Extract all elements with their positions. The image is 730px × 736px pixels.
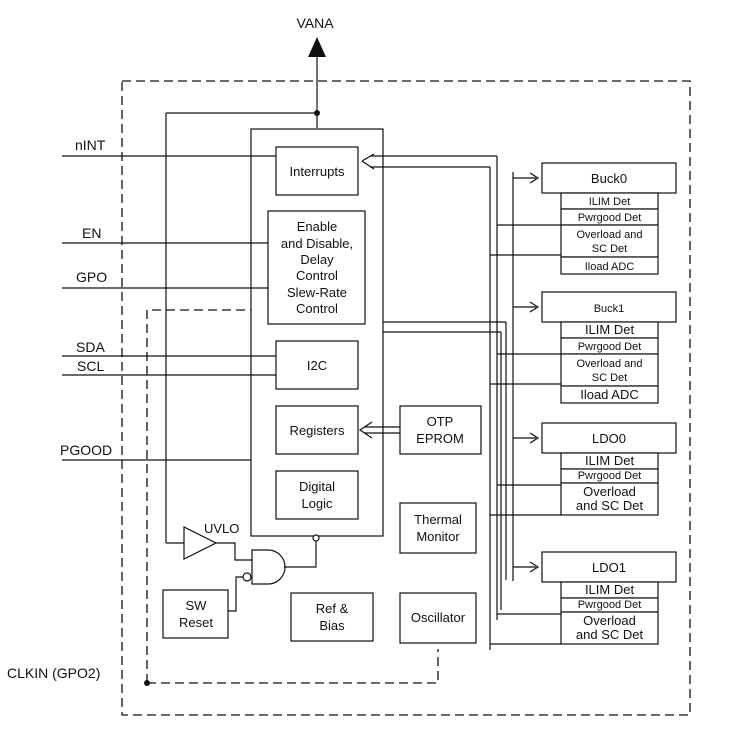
ldo0-ilim-label: ILIM Det — [585, 453, 635, 468]
buck1-input-arrow — [529, 301, 540, 313]
pin-clkin: CLKIN (GPO2) — [7, 665, 100, 681]
ldo1-overload-label-1: Overload — [583, 613, 636, 628]
chip-boundary — [121, 80, 691, 716]
thermal-label-1: Thermal — [414, 512, 462, 527]
otp-label-2: EPROM — [416, 431, 464, 446]
buck0-overload-label-2: SC Det — [592, 243, 627, 255]
ref-bias-label-2: Bias — [319, 618, 345, 633]
core-block — [250, 128, 384, 537]
ldo0-overload-box — [560, 482, 659, 516]
enable-label-2: and Disable, — [281, 236, 353, 251]
enable-label-4: Control — [296, 268, 338, 283]
pin-scl: SCL — [77, 358, 104, 374]
ldo1-ilim-label: ILIM Det — [585, 582, 635, 597]
ldo1-overload-box — [560, 611, 659, 645]
otp-to-registers-arrow — [358, 421, 400, 439]
enable-block — [267, 210, 366, 325]
interrupts-label: Interrupts — [290, 164, 345, 179]
ldo0-pwrgood-label: Pwrgood Det — [578, 470, 642, 482]
buck1-iload-box — [560, 385, 659, 404]
ldo0-overload-label-1: Overload — [583, 484, 636, 499]
otp-label-1: OTP — [427, 414, 454, 429]
sw-reset-label-2: Reset — [179, 615, 213, 630]
buck0-pwrgood-label: Pwrgood Det — [578, 212, 642, 224]
buck1-pwrgood-label: Pwrgood Det — [578, 341, 642, 353]
registers-block — [275, 405, 359, 455]
enable-label-3: Delay — [300, 252, 334, 267]
buck0-name: Buck0 — [591, 171, 627, 186]
sw-reset-label-1: SW — [186, 598, 208, 613]
ref-bias-label-1: Ref & — [316, 601, 349, 616]
buck0-ilim-label: ILIM Det — [589, 196, 631, 208]
buck1-iload-label: Iload ADC — [580, 387, 639, 402]
oscillator-block — [399, 592, 477, 644]
buck1-ilim-label: ILIM Det — [585, 322, 635, 337]
i2c-block — [275, 340, 359, 390]
digital-logic-block — [275, 470, 359, 520]
buck0-box — [541, 162, 677, 194]
ref-bias-block — [290, 592, 374, 642]
pin-lines — [62, 155, 276, 461]
pin-sda: SDA — [76, 339, 105, 355]
buck1-overload-label-1: Overload and — [576, 358, 642, 370]
buck1-name: Buck1 — [594, 303, 625, 315]
digital-logic-label-1: Digital — [299, 479, 335, 494]
thermal-label-2: Monitor — [416, 529, 460, 544]
uvlo-buffer — [183, 526, 218, 560]
pin-nint: nINT — [75, 137, 106, 153]
pin-gpo: GPO — [76, 269, 107, 285]
buck1-box — [541, 291, 677, 323]
ldo1-box — [541, 551, 677, 583]
buck0-input-arrow — [529, 172, 540, 184]
buck1-overload-box — [560, 353, 659, 387]
thermal-monitor-block — [399, 502, 477, 554]
interrupts-block — [275, 146, 359, 196]
i2c-label: I2C — [307, 358, 327, 373]
buck0-iload-label: Iload ADC — [585, 261, 635, 273]
registers-label: Registers — [290, 423, 345, 438]
buck0-overload-label-1: Overload and — [576, 229, 642, 241]
ldo1-input-arrow — [529, 561, 540, 573]
buck0-iload-box — [560, 256, 659, 275]
ldo0-box — [541, 422, 677, 454]
vana-label: VANA — [296, 15, 334, 31]
ldo0-input-arrow — [529, 432, 540, 444]
enable-label-6: Control — [296, 301, 338, 316]
oscillator-label: Oscillator — [411, 610, 466, 625]
ldo1-pwrgood-label: Pwrgood Det — [578, 599, 642, 611]
enable-label-1: Enable — [297, 219, 337, 234]
enable-label-5: Slew-Rate — [287, 285, 347, 300]
pin-pgood: PGOOD — [60, 442, 112, 458]
ldo0-name: LDO0 — [592, 431, 626, 446]
interrupt-bus — [361, 153, 514, 650]
otp-eprom-block — [399, 405, 482, 455]
ldo1-overload-label-2: and SC Det — [576, 627, 644, 642]
uvlo-label: UVLO — [204, 521, 239, 536]
sw-reset-block — [162, 589, 229, 639]
vana-supply: VANA — [165, 15, 334, 544]
ldo0-overload-label-2: and SC Det — [576, 498, 644, 513]
ldo1-name: LDO1 — [592, 560, 626, 575]
clkin-path — [144, 309, 439, 686]
pin-en: EN — [82, 225, 101, 241]
and-gate — [251, 549, 286, 585]
digital-logic-label-2: Logic — [301, 496, 333, 511]
buck1-overload-label-2: SC Det — [592, 372, 627, 384]
